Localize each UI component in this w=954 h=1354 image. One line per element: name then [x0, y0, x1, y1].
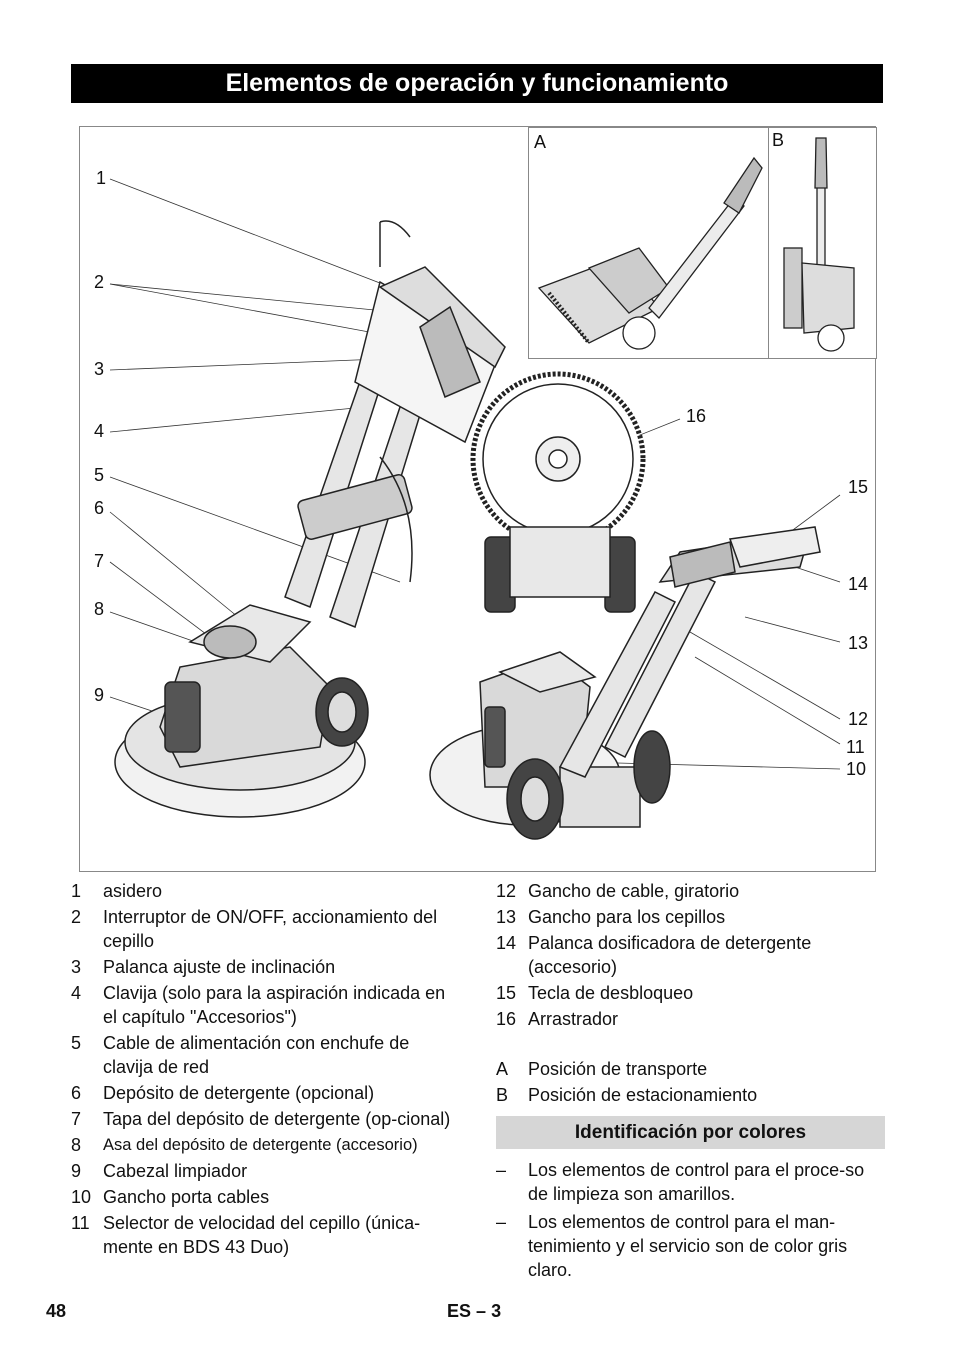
- machine-drawing: [109, 178, 841, 840]
- callout-3: 3: [94, 359, 105, 379]
- callout-9: 9: [94, 685, 105, 705]
- item-number: 3: [71, 957, 82, 977]
- bullet-dash: –: [496, 1160, 507, 1180]
- page-number: 48: [46, 1301, 67, 1321]
- list-item: 11 Selector de velocidad del cepillo (úni…: [71, 1211, 463, 1259]
- item-text: Selector de velocidad del cepillo (única…: [103, 1213, 421, 1257]
- item-number: 16: [496, 1009, 517, 1029]
- list-item: A Posición de transporte: [496, 1057, 886, 1081]
- item-text: Gancho para los cepillos: [528, 907, 726, 927]
- callout-13: 13: [848, 633, 869, 653]
- callout-15: 15: [848, 477, 869, 497]
- list-item: 7 Tapa del depósito de detergente (op-cio…: [71, 1107, 463, 1131]
- callout-4: 4: [94, 421, 105, 441]
- list-item: 1 asidero: [71, 879, 463, 903]
- list-item: 12 Gancho de cable, giratorio: [496, 879, 886, 903]
- item-number: 10: [71, 1187, 92, 1207]
- list-item: 4 Clavija (solo para la aspiración indica…: [71, 981, 463, 1029]
- section-page-ref: ES – 3: [447, 1301, 501, 1322]
- bullet-item: – Los elementos de control para el man-te…: [496, 1210, 886, 1282]
- list-item: 16 Arrastrador: [496, 1007, 886, 1031]
- item-text: Palanca dosificadora de detergente (acce…: [528, 933, 812, 977]
- parts-list-left: 1 asidero 2 Interruptor de ON/OFF, acciona…: [71, 879, 463, 1261]
- item-number: 2: [71, 907, 82, 927]
- item-number: 1: [71, 881, 82, 901]
- list-item: 13 Gancho para los cepillos: [496, 905, 886, 929]
- item-text: Gancho de cable, giratorio: [528, 881, 740, 901]
- callout-8: 8: [94, 599, 105, 619]
- inset-parking-position: B: [768, 127, 877, 359]
- item-number: 7: [71, 1109, 82, 1129]
- callout-14: 14: [848, 574, 869, 594]
- item-number: 11: [71, 1213, 90, 1233]
- item-number: 9: [71, 1161, 82, 1181]
- callout-16: 16: [686, 406, 707, 426]
- section-heading: Identificación por colores: [496, 1116, 885, 1149]
- item-text: Asa del depósito de detergente (accesori…: [103, 1136, 418, 1154]
- language-code: ES: [447, 1301, 472, 1321]
- inset-a-label: A: [534, 132, 547, 152]
- section-page-number: 3: [491, 1301, 502, 1321]
- item-number: 13: [496, 907, 517, 927]
- list-item: 8 Asa del depósito de detergente (accesor…: [71, 1133, 463, 1157]
- item-text: asidero: [103, 881, 163, 901]
- list-item: 10 Gancho porta cables: [71, 1185, 463, 1209]
- list-item: 3 Palanca ajuste de inclinación: [71, 955, 463, 979]
- list-item: 14 Palanca dosificadora de detergente (ac…: [496, 931, 886, 979]
- callout-1: 1: [96, 168, 107, 188]
- separator: –: [476, 1301, 487, 1321]
- callout-10: 10: [846, 759, 867, 779]
- page-title: Elementos de operación y funcionamiento: [71, 64, 883, 103]
- parts-list-right: 12 Gancho de cable, giratorio 13 Gancho pa…: [496, 879, 886, 1109]
- item-letter: B: [496, 1085, 509, 1105]
- list-item: 5 Cable de alimentación con enchufe de cl…: [71, 1031, 463, 1079]
- item-number: 6: [71, 1083, 82, 1103]
- item-number: 8: [71, 1135, 82, 1155]
- inset-b-label: B: [772, 130, 785, 150]
- bullet-item: – Los elementos de control para el proce-…: [496, 1158, 886, 1206]
- item-number: 14: [496, 933, 517, 953]
- item-text: Gancho porta cables: [103, 1187, 270, 1207]
- item-letter: A: [496, 1059, 509, 1079]
- item-text: Posición de transporte: [528, 1059, 708, 1079]
- list-item: B Posición de estacionamiento: [496, 1083, 886, 1107]
- item-text: Interruptor de ON/OFF, accionamiento del…: [103, 907, 438, 951]
- callout-6: 6: [94, 498, 105, 518]
- item-number: 4: [71, 983, 82, 1003]
- parking-drawing: [783, 137, 855, 352]
- item-text: Arrastrador: [528, 1009, 619, 1029]
- item-text: Tecla de desbloqueo: [528, 983, 694, 1003]
- callout-11: 11: [846, 737, 865, 757]
- item-number: 5: [71, 1033, 82, 1053]
- list-item: 15 Tecla de desbloqueo: [496, 981, 886, 1005]
- callout-5: 5: [94, 465, 105, 485]
- inset-transport-position: A: [528, 127, 769, 359]
- item-text: Posición de estacionamiento: [528, 1085, 758, 1105]
- bullet-text: Los elementos de control para el man-ten…: [528, 1212, 848, 1280]
- item-text: Tapa del depósito de detergente (op-cion…: [103, 1109, 451, 1129]
- transport-drawing: [537, 156, 763, 350]
- callout-12: 12: [848, 709, 869, 729]
- item-number: 15: [496, 983, 517, 1003]
- callout-2: 2: [94, 272, 105, 292]
- item-text: Palanca ajuste de inclinación: [103, 957, 336, 977]
- machine-illustration: A B 1 2 3 4 5 6 7 8: [79, 126, 877, 872]
- item-text: Cabezal limpiador: [103, 1161, 248, 1181]
- list-item: 2 Interruptor de ON/OFF, accionamiento de…: [71, 905, 463, 953]
- list-item: 6 Depósito de detergente (opcional): [71, 1081, 463, 1105]
- bullet-list: – Los elementos de control para el proce-…: [496, 1158, 886, 1286]
- item-text: Depósito de detergente (opcional): [103, 1083, 375, 1103]
- item-text: Cable de alimentación con enchufe de cla…: [103, 1033, 410, 1077]
- item-number: 12: [496, 881, 517, 901]
- list-item: 9 Cabezal limpiador: [71, 1159, 463, 1183]
- callout-7: 7: [94, 551, 105, 571]
- bullet-text: Los elementos de control para el proce-s…: [528, 1160, 865, 1204]
- bullet-dash: –: [496, 1212, 507, 1232]
- item-text: Clavija (solo para la aspiración indicad…: [103, 983, 446, 1027]
